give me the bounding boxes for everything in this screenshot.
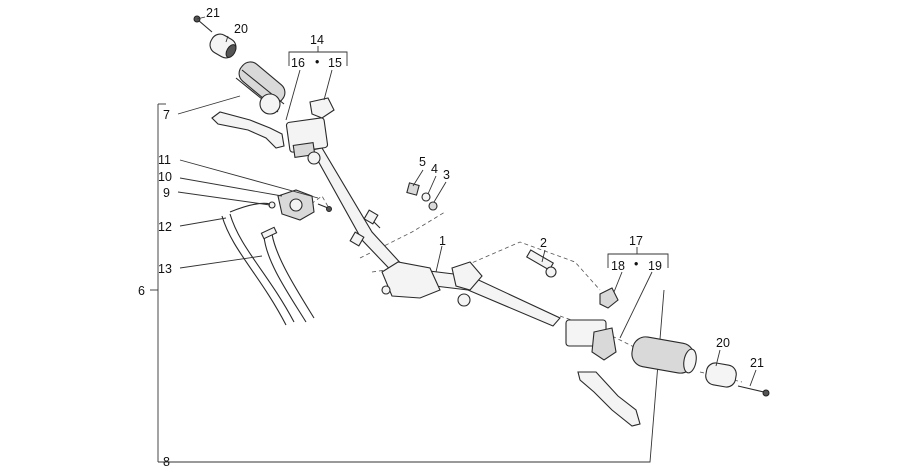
left-brake-assembly (211, 97, 335, 165)
callout-16: 16 (291, 56, 305, 70)
callout-labels: 21 20 14 16 • 15 7 11 10 9 12 13 6 8 5 4… (138, 6, 764, 469)
callout-14: 14 (310, 33, 324, 47)
callout-9: 9 (163, 186, 170, 200)
callout-10: 10 (158, 170, 172, 184)
callout-5: 5 (419, 155, 426, 169)
callout-7: 7 (163, 108, 170, 122)
callout-18: 18 (611, 259, 625, 273)
callout-21-left: 21 (206, 6, 220, 20)
right-grip-assembly (631, 336, 770, 397)
nut-washer-set (406, 182, 438, 211)
handlebar-tube (311, 147, 561, 327)
right-brake-assembly (565, 287, 641, 427)
callout-4: 4 (431, 162, 438, 176)
callout-8: 8 (163, 455, 170, 469)
leader-lines (177, 16, 757, 387)
callout-21-right: 21 (750, 356, 764, 370)
bolt (525, 249, 557, 278)
callout-2: 2 (540, 236, 547, 250)
callout-6: 6 (138, 284, 145, 298)
callout-15: 15 (328, 56, 342, 70)
throttle-cable-assembly (221, 189, 332, 326)
bracket-frame (150, 103, 665, 463)
callout-3: 3 (443, 168, 450, 182)
group-bracket-14 (288, 46, 348, 66)
group-bracket-17 (607, 247, 669, 268)
callout-19: 19 (648, 259, 662, 273)
group-dot-14: • (315, 55, 319, 69)
callout-11: 11 (158, 153, 171, 167)
callout-20-right: 20 (716, 336, 730, 350)
callout-20-left: 20 (234, 22, 248, 36)
callout-12: 12 (158, 220, 172, 234)
callout-17: 17 (629, 234, 643, 248)
callout-13: 13 (158, 262, 172, 276)
group-dot-17: • (634, 257, 638, 271)
callout-1: 1 (439, 234, 446, 248)
